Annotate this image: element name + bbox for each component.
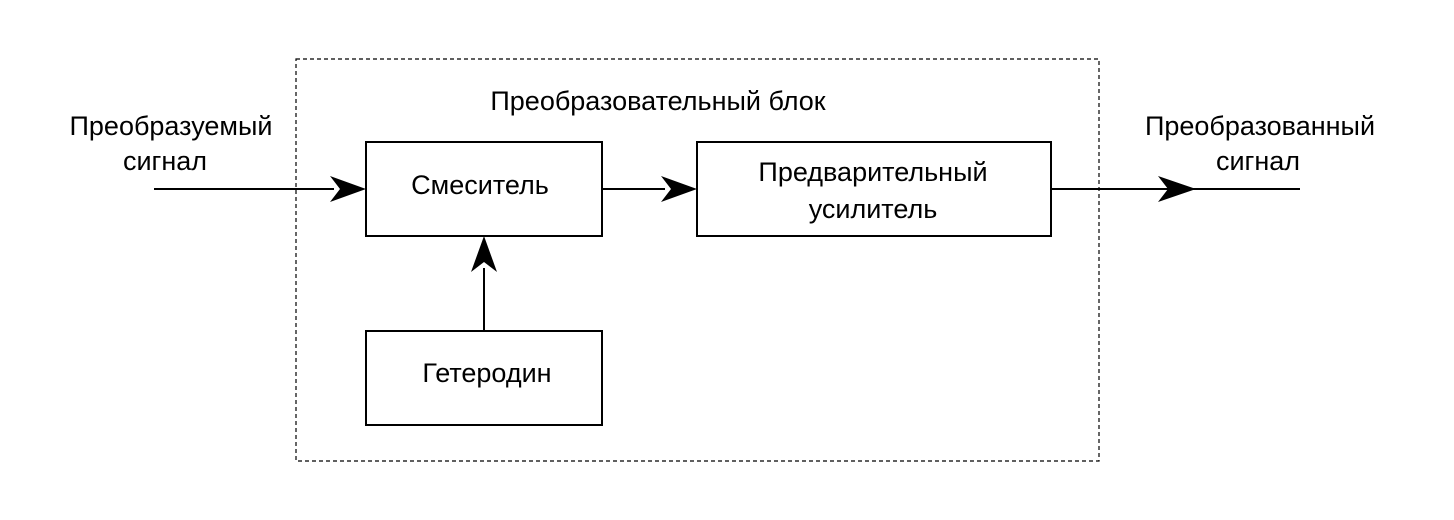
arrow-preamp-to-output (1051, 176, 1300, 202)
output-signal-label-line1: Преобразованный (1145, 111, 1375, 141)
output-signal-label-line2: сигнал (1216, 146, 1300, 176)
oscillator-block: Гетеродин (365, 330, 603, 426)
output-signal-label: Преобразованный сигнал (1145, 111, 1375, 176)
preamp-label-line1: Предварительный (758, 157, 987, 187)
preamp-block: Предварительный усилитель (696, 141, 1052, 237)
mixer-block: Смеситель (365, 141, 603, 237)
input-signal-label: Преобразуемый сигнал (70, 111, 273, 176)
converter-block-frame (295, 58, 1100, 462)
oscillator-label: Гетеродин (422, 358, 551, 388)
converter-block-title: Преобразовательный блок (490, 86, 825, 116)
arrow-oscillator-to-mixer (471, 236, 497, 331)
arrow-mixer-to-preamp (602, 176, 697, 202)
arrow-input-to-mixer (154, 176, 366, 202)
mixer-label: Смеситель (411, 170, 549, 200)
preamp-box (696, 141, 1052, 237)
preamp-label-line2: усилитель (809, 194, 938, 224)
input-signal-label-line2: сигнал (123, 146, 207, 176)
input-signal-label-line1: Преобразуемый (70, 111, 273, 141)
